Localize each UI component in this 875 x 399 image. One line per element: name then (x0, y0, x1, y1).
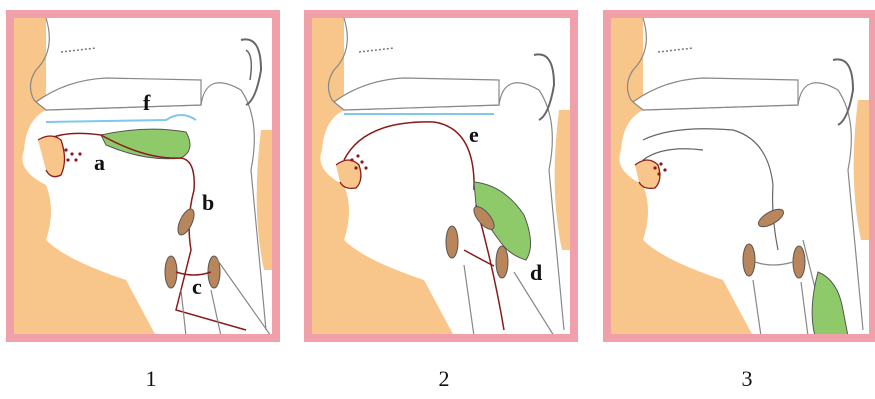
caption-3: 3 (727, 366, 767, 392)
thyroid-cartilage (743, 244, 755, 276)
label-d: d (530, 260, 542, 285)
thyroid-cartilage (165, 256, 177, 288)
swallow-stage-2-diagram: e d (304, 10, 578, 342)
label-c: c (192, 274, 202, 299)
caption-1: 1 (131, 366, 171, 392)
label-f: f (143, 90, 151, 115)
label-a: a (94, 150, 105, 175)
thyroid-cartilage (446, 226, 458, 258)
panel-2: e d (304, 10, 578, 342)
panel-3 (603, 10, 875, 342)
panel-1: f a b c (6, 10, 280, 342)
caption-2: 2 (424, 366, 464, 392)
swallow-stage-3-diagram (603, 10, 875, 342)
swallow-stage-1-diagram: f a b c (6, 10, 280, 342)
label-b: b (202, 190, 214, 215)
label-e: e (469, 122, 479, 147)
